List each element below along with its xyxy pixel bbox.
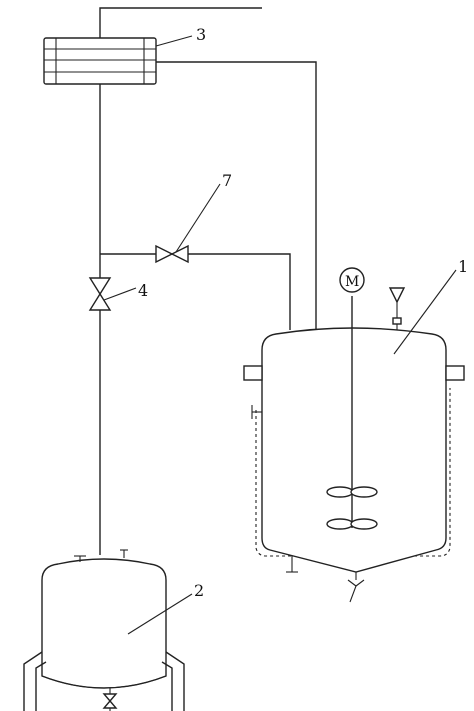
leader-line-2	[127, 593, 193, 635]
label-reactor: 1	[458, 257, 468, 276]
motor-symbol: M	[345, 274, 359, 290]
agitator-blade-upper	[326, 486, 378, 498]
reactor-bottom-outlet	[347, 572, 365, 603]
label-valve-vertical: 4	[138, 281, 148, 300]
vapor-pipe	[156, 61, 317, 330]
valve-7	[155, 244, 189, 264]
label-valve-horizontal: 7	[222, 171, 232, 190]
reactor-vessel	[243, 327, 465, 573]
vent-pipe	[99, 7, 262, 38]
leader-line-4	[103, 287, 137, 301]
leader-line-1	[393, 269, 457, 355]
charging-funnel	[388, 287, 406, 330]
leader-line-7	[175, 183, 221, 253]
reflux-pipe-right	[188, 253, 291, 330]
receiver-tank	[23, 549, 185, 711]
label-receiver-tank: 2	[194, 581, 204, 600]
reactor-drain-nozzle	[286, 556, 298, 573]
label-condenser: 3	[196, 25, 206, 44]
leader-line-3	[155, 35, 193, 47]
motor	[339, 267, 365, 293]
agitator-blade-lower	[326, 518, 378, 530]
condenser	[43, 37, 157, 85]
valve-4	[88, 277, 112, 311]
